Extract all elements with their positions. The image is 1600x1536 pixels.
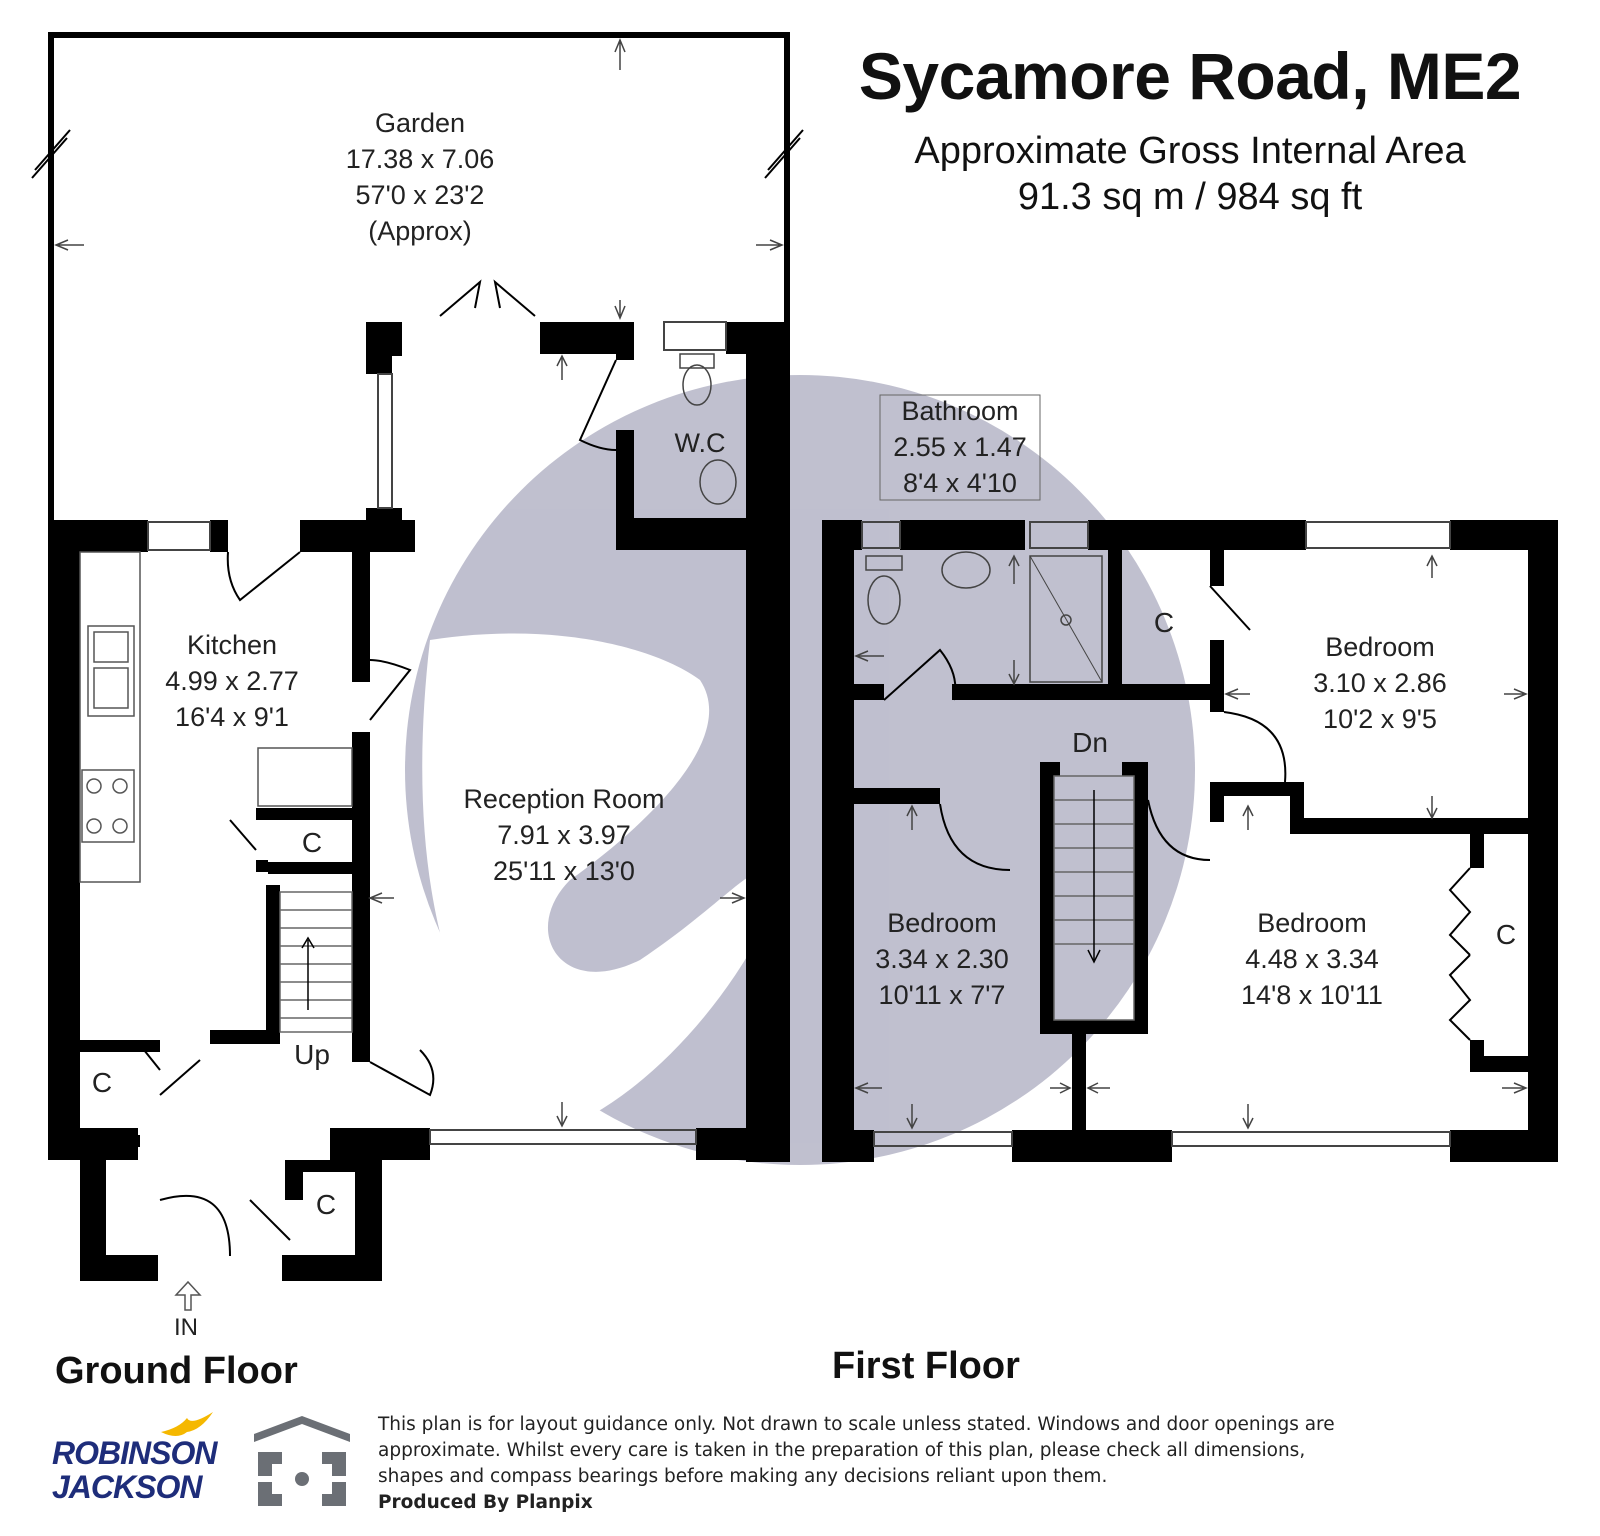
bathroom-fittings: [865, 551, 1103, 683]
disclaimer-text: This plan is for layout guidance only. N…: [378, 1414, 1335, 1487]
first-floor-windows: [861, 521, 1451, 1147]
ground-floor-label: Ground Floor: [55, 1350, 298, 1392]
bedroom3-name: Bedroom: [1257, 908, 1367, 938]
robinson-jackson-logo: ROBINSON JACKSON: [52, 1412, 222, 1505]
bathroom-label: Bathroom 2.55 x 1.47 8'4 x 4'10: [893, 396, 1027, 498]
planpix-house-icon: [254, 1416, 350, 1506]
bathroom-label-box: [879, 394, 1041, 501]
bedroom2-name: Bedroom: [887, 908, 997, 938]
wc-name: W.C: [675, 428, 726, 458]
stairs-up-marker: Up: [294, 1039, 330, 1070]
bedroom1-label: Bedroom 3.10 x 2.86 10'2 x 9'5: [1313, 632, 1447, 734]
first-floor-walls: [822, 520, 1558, 1162]
area-value: 91.3 sq m / 984 sq ft: [1017, 176, 1363, 218]
kitchen-name: Kitchen: [187, 630, 277, 660]
garden-boundary: [48, 32, 790, 520]
bedroom3-metric: 4.48 x 3.34: [1245, 944, 1379, 974]
bedroom2-metric: 3.34 x 2.30: [875, 944, 1009, 974]
area-summary: Approximate Gross Internal Area 91.3 sq …: [820, 128, 1560, 220]
dimension-arrows: [54, 38, 784, 1128]
bedroom3-label: Bedroom 4.48 x 3.34 14'8 x 10'11: [1241, 908, 1383, 1010]
kitchen-fittings: [79, 551, 353, 883]
entrance-marker: IN: [174, 1314, 198, 1341]
kitchen-imperial: 16'4 x 9'1: [175, 702, 289, 732]
bedroom1-metric: 3.10 x 2.86: [1313, 668, 1447, 698]
swallow-icon: [161, 1412, 213, 1436]
reception-imperial: 25'11 x 13'0: [493, 856, 635, 886]
first-stairs: [1053, 775, 1135, 1021]
bedroom1-imperial: 10'2 x 9'5: [1323, 704, 1437, 734]
logo-line2: JACKSON: [52, 1469, 202, 1505]
bathroom-metric: 2.55 x 1.47: [893, 432, 1027, 462]
watermark-logo: [405, 375, 1195, 1165]
bedroom2-label: Bedroom 3.34 x 2.30 10'11 x 7'7: [875, 908, 1009, 1010]
first-floor-label: First Floor: [832, 1345, 1020, 1387]
garden-name: Garden: [375, 108, 465, 138]
produced-by: Produced By Planpix: [378, 1492, 593, 1513]
wc-fittings: [679, 353, 737, 505]
garden-imperial: 57'0 x 23'2: [356, 180, 485, 210]
reception-name: Reception Room: [463, 784, 664, 814]
reception-metric: 7.91 x 3.97: [497, 820, 631, 850]
garden-label: Garden 17.38 x 7.06 57'0 x 23'2 (Approx): [346, 108, 495, 246]
entrance-arrow-icon: [174, 1280, 202, 1311]
kitchen-label: Kitchen 4.99 x 2.77 16'4 x 9'1: [165, 630, 299, 732]
cupboard-marker: C: [92, 1067, 112, 1098]
garden-note: (Approx): [368, 216, 472, 246]
bathroom-imperial: 8'4 x 4'10: [903, 468, 1017, 498]
first-floor-plan: [822, 394, 1558, 1162]
cupboard-marker: C: [1496, 919, 1516, 950]
bedroom1-name: Bedroom: [1325, 632, 1435, 662]
cupboard-marker: C: [1154, 607, 1174, 638]
reception-label: Reception Room 7.91 x 3.97 25'11 x 13'0: [463, 784, 664, 886]
stairs-down-marker: Dn: [1072, 727, 1108, 758]
bedroom2-imperial: 10'11 x 7'7: [879, 980, 1006, 1010]
garden-metric: 17.38 x 7.06: [346, 144, 495, 174]
first-floor-dimension-arrows: [854, 554, 1528, 1130]
cupboard-marker: C: [316, 1189, 336, 1220]
disclaimer: This plan is for layout guidance only. N…: [378, 1412, 1338, 1516]
bathroom-name: Bathroom: [901, 396, 1018, 426]
area-heading: Approximate Gross Internal Area: [914, 130, 1466, 172]
plan-title: Sycamore Road, ME2: [858, 39, 1522, 113]
bedroom3-imperial: 14'8 x 10'11: [1241, 980, 1383, 1010]
first-floor-doors: [883, 585, 1472, 1041]
ground-floor-doors: [139, 279, 617, 1257]
ground-floor-plan: [31, 32, 804, 1311]
ground-stairs: [279, 891, 353, 1033]
ground-floor-walls: [48, 322, 790, 1281]
logo-line1: ROBINSON: [52, 1435, 217, 1471]
ground-floor-windows: [147, 321, 727, 1145]
cupboard-marker: C: [302, 827, 322, 858]
kitchen-metric: 4.99 x 2.77: [165, 666, 299, 696]
